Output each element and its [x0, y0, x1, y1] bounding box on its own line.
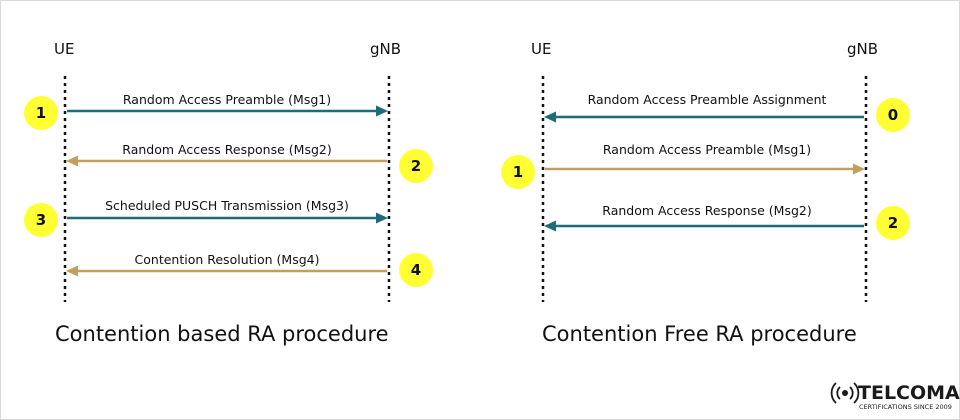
step-badge: [501, 155, 535, 189]
step-number: 2: [888, 214, 898, 232]
right-ue-label: UE: [531, 40, 551, 58]
telcoma-logo: TELCOMA CERTIFICATIONS SINCE 2009: [830, 382, 960, 411]
step-badge: [399, 253, 433, 287]
arrowhead-icon: [66, 265, 78, 277]
arrowhead-icon: [544, 220, 556, 232]
logo-name: TELCOMA: [858, 382, 960, 404]
left-message-msg2: Random Access Response (Msg2) 2: [66, 142, 433, 183]
right-diagram: UE gNB Random Access Preamble Assignment…: [501, 40, 910, 346]
step-number: 1: [513, 163, 523, 181]
right-message-preamble-assignment: Random Access Preamble Assignment 0: [544, 92, 910, 132]
left-message-label: Random Access Preamble (Msg1): [123, 92, 331, 107]
step-number: 0: [888, 106, 898, 124]
left-diagram-title: Contention based RA procedure: [55, 322, 389, 346]
step-badge: [876, 98, 910, 132]
broadcast-signal-icon: [830, 382, 860, 404]
arrowhead-icon: [544, 111, 556, 123]
arrowhead-icon: [376, 105, 388, 117]
step-number: 4: [411, 261, 421, 279]
right-message-label: Random Access Response (Msg2): [602, 203, 811, 218]
step-number: 1: [36, 104, 46, 122]
arrowhead-icon: [376, 212, 388, 224]
right-message-label: Random Access Preamble (Msg1): [603, 142, 811, 157]
left-ue-label: UE: [54, 40, 74, 58]
left-message-label: Contention Resolution (Msg4): [135, 252, 320, 267]
right-message-label: Random Access Preamble Assignment: [588, 92, 827, 107]
logo-tagline: CERTIFICATIONS SINCE 2009: [859, 403, 952, 411]
step-number: 2: [411, 157, 421, 175]
left-gnb-label: gNB: [370, 40, 401, 58]
left-message-msg1: Random Access Preamble (Msg1) 1: [24, 92, 388, 130]
left-diagram: UE gNB Random Access Preamble (Msg1) 1 R…: [24, 40, 433, 346]
right-message-msg2: Random Access Response (Msg2) 2: [544, 203, 910, 240]
right-diagram-title: Contention Free RA procedure: [542, 322, 857, 346]
left-message-label: Random Access Response (Msg2): [122, 142, 331, 157]
step-badge: [24, 203, 58, 237]
left-message-msg4: Contention Resolution (Msg4) 4: [66, 252, 433, 287]
left-message-label: Scheduled PUSCH Transmission (Msg3): [105, 198, 349, 213]
left-message-msg3: Scheduled PUSCH Transmission (Msg3) 3: [24, 198, 388, 237]
arrowhead-icon: [66, 155, 78, 167]
step-badge: [399, 149, 433, 183]
right-gnb-label: gNB: [847, 40, 878, 58]
arrowhead-icon: [853, 163, 865, 175]
right-message-msg1: Random Access Preamble (Msg1) 1: [501, 142, 865, 189]
step-badge: [24, 96, 58, 130]
step-number: 3: [36, 211, 46, 229]
step-badge: [876, 206, 910, 240]
